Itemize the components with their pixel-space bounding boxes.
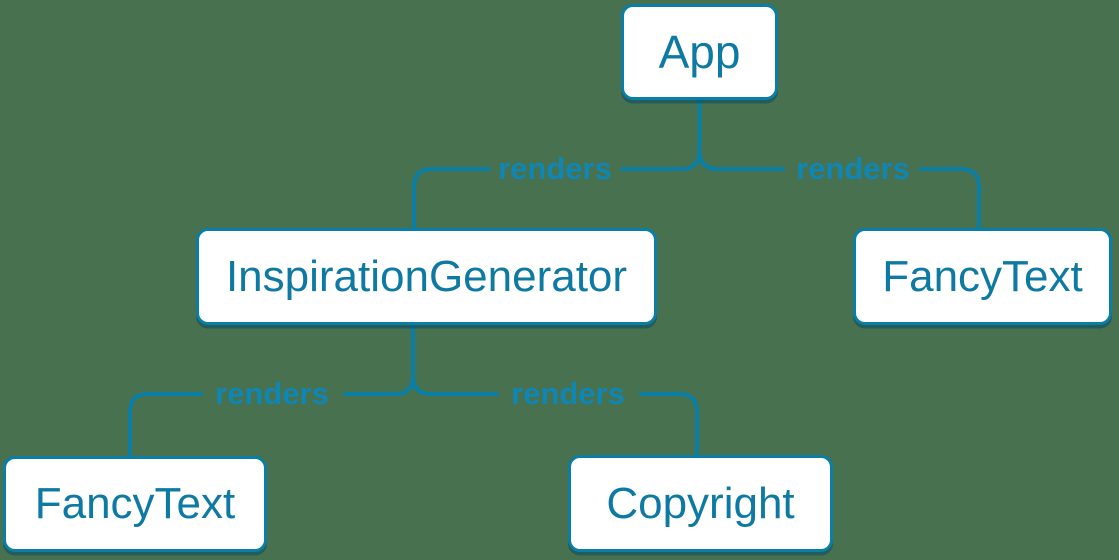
edge-app-fancytext	[697, 98, 981, 230]
edge-label-renders: renders	[215, 376, 329, 411]
node-fancy-text-top-label: FancyText	[882, 251, 1083, 301]
node-fancy-text-bottom-label: FancyText	[34, 479, 236, 528]
node-fancy-text-top: FancyText	[853, 228, 1112, 325]
node-copyright: Copyright	[568, 455, 833, 552]
edge-label-renders: renders	[796, 151, 910, 186]
node-fancy-text-bottom: FancyText	[3, 456, 267, 552]
node-app-label: App	[658, 26, 741, 78]
node-app: App	[621, 4, 778, 100]
edge-inspirationgenerator-copyright	[411, 323, 699, 457]
edge-label-renders: renders	[511, 376, 625, 411]
edge-label-renders: renders	[498, 151, 612, 186]
node-inspiration-generator: InspirationGenerator	[196, 228, 657, 325]
node-inspiration-generator-label: InspirationGenerator	[225, 251, 628, 301]
node-copyright-label: Copyright	[606, 478, 795, 528]
